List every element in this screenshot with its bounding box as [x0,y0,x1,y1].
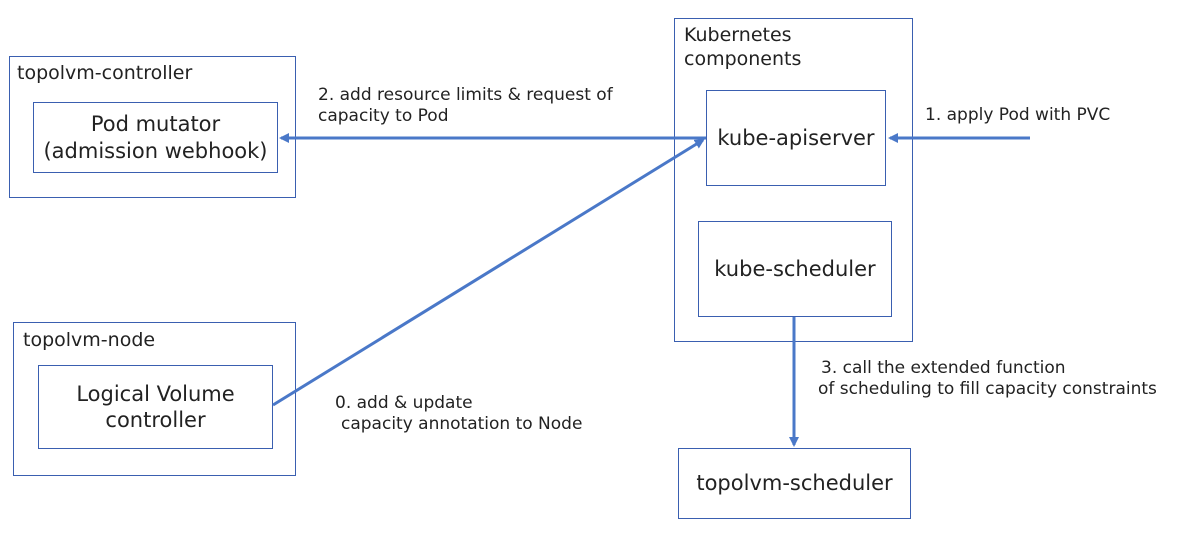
topolvm-scheduler-text: topolvm-scheduler [696,471,893,496]
edge-step1-line1: 1. apply Pod with PVC [925,105,1111,125]
topolvm-node-title: topolvm-node [23,329,156,351]
topolvm-scheduler-label: topolvm-scheduler [678,448,911,519]
kube-apiserver-text: kube-apiserver [717,125,875,150]
pod-mutator-label: Pod mutator (admission webhook) [33,102,278,173]
kube-scheduler-node [698,221,892,317]
kube-apiserver-label: kube-apiserver [706,90,886,186]
pod-mutator-node [33,102,278,173]
kube-apiserver-node [706,90,886,186]
kubernetes-title-line2: components [684,47,802,70]
topolvm-node-group [13,322,296,476]
lv-controller-line2: controller [105,408,206,432]
edge-label-step2: 2. add resource limits & request of capa… [318,85,613,128]
pod-mutator-line1: Pod mutator [90,112,221,137]
kube-scheduler-label: kube-scheduler [698,221,892,317]
topolvm-scheduler-node [678,448,911,519]
edge-step2-line2: capacity to Pod [318,106,449,127]
edge-step0-line1: 0. add & update [335,393,473,413]
kube-scheduler-text: kube-scheduler [714,256,876,281]
edge-label-step0: 0. add & update capacity annotation to N… [335,393,582,436]
kubernetes-components-title: Kubernetes components [684,24,801,72]
edge-step3-line1: 3. call the extended function [821,358,1066,378]
lv-controller-label: Logical Volume controller [38,365,273,449]
lv-controller-node [38,365,273,449]
arrow-step0 [272,138,705,407]
pod-mutator-line2: (admission webhook) [43,138,268,163]
lv-controller-line1: Logical Volume [76,381,235,406]
edge-step3-line2: of scheduling to fill capacity constrain… [818,379,1157,400]
edge-label-step3: 3. call the extended function of schedul… [818,358,1157,401]
edge-step2-line1: 2. add resource limits & request of [318,85,613,105]
edge-label-step1: 1. apply Pod with PVC [925,105,1110,126]
kubernetes-title-line1: Kubernetes [684,24,792,46]
edge-step0-line2: capacity annotation to Node [341,414,583,435]
topolvm-controller-title: topolvm-controller [17,62,193,84]
topolvm-controller-group [9,56,296,198]
